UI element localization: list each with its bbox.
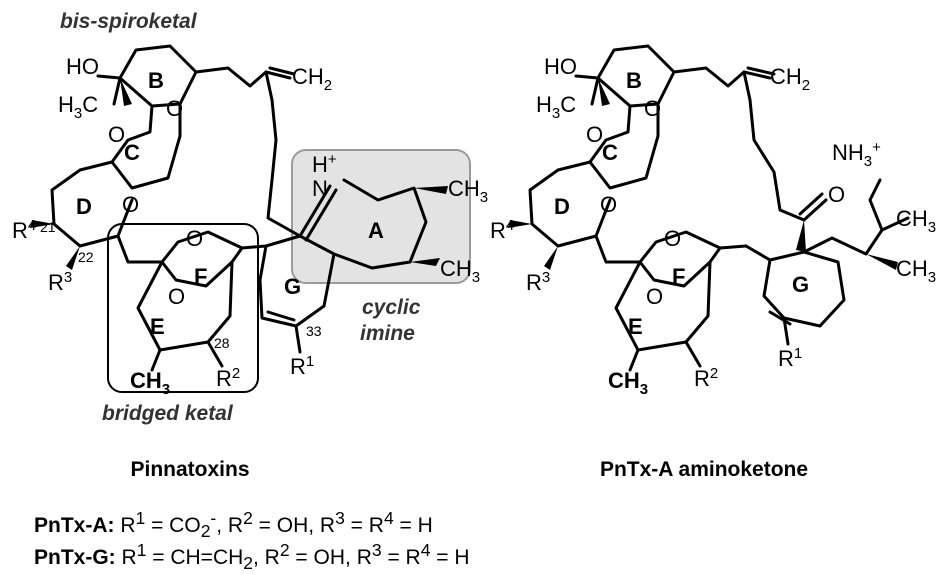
o-label: O <box>186 226 203 251</box>
r1-label: R1 <box>290 353 314 379</box>
o-label: O <box>108 122 125 147</box>
legend-pntx-a: PnTx-A: R1 = CO2-, R2 = OH, R3 = R4 = H <box>34 506 433 543</box>
ho-label: HO <box>544 54 577 79</box>
pinnatoxin-structure: HO H3C O O O O O CH2 H+ N CH3 CH3 R4 R3 … <box>12 10 488 481</box>
ch3-label: CH3 <box>130 368 170 398</box>
ch2-label: CH2 <box>770 64 810 94</box>
ring-e-label: E <box>628 314 643 339</box>
r3-label: R3 <box>48 269 72 295</box>
ring-g-label: G <box>284 274 301 299</box>
o-label: O <box>600 192 617 217</box>
n-label: N <box>312 176 328 201</box>
legend-name: PnTx-G: <box>34 546 116 569</box>
r4-label: R4 <box>490 217 514 243</box>
o-label: O <box>644 96 661 121</box>
ch2-label: CH2 <box>292 64 332 94</box>
bis-spiroketal-annotation: bis-spiroketal <box>60 10 198 33</box>
aminoketone-structure: HO H3C O O O O O O CH2 NH3+ CH3 CH3 R4 R… <box>490 44 936 481</box>
cyclic-imine-box <box>291 149 471 284</box>
ring-a-label: A <box>368 218 384 243</box>
h3c-label: H3C <box>58 92 98 122</box>
legend-name: PnTx-A: <box>34 514 115 537</box>
r2-label: R2 <box>694 365 718 391</box>
nh3-label: NH3+ <box>832 139 881 170</box>
o-label: O <box>586 122 603 147</box>
ring-d-label: D <box>76 194 92 219</box>
atom-number-22: 22 <box>78 249 94 265</box>
o-label: O <box>646 284 663 309</box>
imine-annotation: imine <box>360 322 415 345</box>
nh-label: H+ <box>312 151 337 177</box>
atom-number-21: 21 <box>40 219 56 235</box>
bridged-ketal-box <box>107 223 259 393</box>
ketone-o-label: O <box>828 182 845 207</box>
legend-pntx-g: PnTx-G: R1 = CH=CH2, R2 = OH, R3 = R4 = … <box>34 538 470 575</box>
ring-e-label: E <box>150 314 165 339</box>
r1-label: R1 <box>778 345 802 371</box>
ch3-label: CH3 <box>896 256 936 286</box>
o-label: O <box>168 284 185 309</box>
ring-g-label: G <box>792 272 809 297</box>
ring-c-label: C <box>124 140 140 165</box>
o-label: O <box>664 226 681 251</box>
ring-d-label: D <box>554 194 570 219</box>
h3c-label: H3C <box>536 92 576 122</box>
cyclic-annotation: cyclic <box>362 296 421 319</box>
legend-text: R1 = CH=CH2, R2 = OH, R3 = R4 = H <box>121 540 470 574</box>
caption-aminoketone: PnTx-A aminoketone <box>600 458 808 481</box>
legend-text: R1 = CO2-, R2 = OH, R3 = R4 = H <box>120 508 433 542</box>
atom-number-33: 33 <box>306 323 322 339</box>
atom-number-28: 28 <box>214 335 230 351</box>
ring-f-label: F <box>194 264 207 289</box>
ch3-label: CH3 <box>896 206 936 236</box>
ring-b-label: B <box>626 68 642 93</box>
ring-b-label: B <box>148 68 164 93</box>
ring-f-label: F <box>672 264 685 289</box>
r4-label: R4 <box>12 217 36 243</box>
o-label: O <box>166 96 183 121</box>
r2-label: R2 <box>216 365 240 391</box>
o-label: O <box>122 192 139 217</box>
caption-pinnatoxins: Pinnatoxins <box>130 458 249 481</box>
ch3-label: CH3 <box>608 368 648 398</box>
ring-c-label: C <box>602 140 618 165</box>
r3-label: R3 <box>526 269 550 295</box>
bridged-ketal-annotation: bridged ketal <box>102 402 234 425</box>
ho-label: HO <box>66 54 99 79</box>
